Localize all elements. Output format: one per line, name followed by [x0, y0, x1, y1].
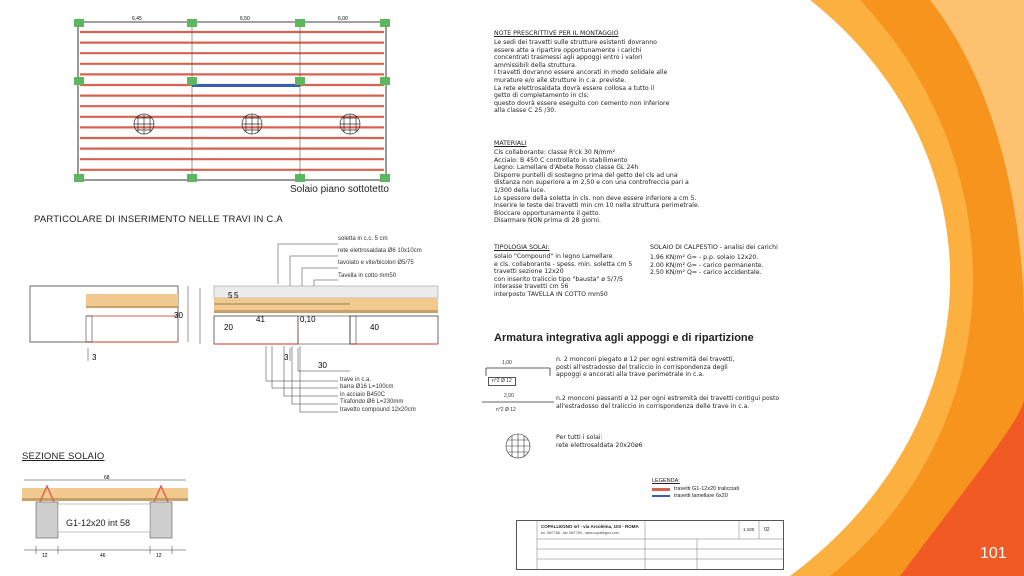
armatura-title: Armatura integrativa agli appoggi e di r…: [494, 332, 754, 344]
detail-title: PARTICOLARE DI INSERIMENTO NELLE TRAVI I…: [34, 214, 283, 225]
title-block-company: COPALLEGNO srl - via Arcoleina, 103 - RO…: [541, 524, 639, 529]
title-block-scale: 1:100: [743, 527, 755, 532]
legend: LEGENDA: travetti G1-12x20 tralicciati t…: [652, 478, 739, 499]
loads-title: SOLAIO DI CALPESTIO - analisi dei carich…: [650, 244, 778, 251]
detail-labels-top: soletta in c.c. 5 cm rete elettrosaldata…: [338, 236, 422, 280]
section-title: SEZIONE SOLAIO: [22, 451, 105, 462]
detail-drawing: 30 20 5 5 41 0,10 40 3 3 30: [29, 243, 439, 413]
armatura-item2-text: n.2 monconi passanti ø 12 per ogni estre…: [556, 395, 780, 410]
label-soletta: soletta in c.c. 5 cm: [338, 236, 388, 242]
armatura-item3-text: Per tutti i solai: rete elettrosaldata 2…: [556, 434, 643, 449]
legend-swatch-blue: [652, 495, 670, 497]
plan-dim-3: 6,00: [338, 16, 348, 22]
plan-dim-1: 6,45: [132, 16, 142, 22]
dim-3-left: 3: [92, 353, 97, 362]
label-tavolato: tavolato e vite/bicolori Ø5/75: [338, 260, 414, 267]
dim-30-bottom: 30: [318, 361, 327, 370]
label-tirafondo: Tirafondo Ø6 L=230mm: [340, 399, 404, 406]
label-barra: barra Ø16 L=100cm: [340, 384, 394, 391]
legend-title: LEGENDA:: [652, 478, 680, 484]
plan-dim-2: 6,50: [240, 16, 250, 22]
section-dim-2: 46: [100, 553, 106, 558]
armatura-item2-code: n°2 Ø 12: [496, 407, 516, 413]
label-tavella: Tavella in cotto mm50: [338, 272, 397, 279]
plan-caption: Solaio piano sottotetto: [290, 184, 389, 195]
section-drawing: 68 12 46 12: [22, 475, 188, 558]
dim-3-mid: 3: [284, 353, 289, 362]
dim-20: 20: [224, 323, 233, 332]
armatura-item2-dim: 2,00: [504, 393, 514, 399]
dim-30-left: 30: [174, 311, 183, 320]
detail-labels-bottom: trave in c.a. barra Ø16 L=100cm in accia…: [340, 377, 416, 414]
title-block-grid: [536, 521, 783, 569]
legend-label-2: travetti lamellare 6x20: [674, 493, 728, 499]
section-dim-1: 12: [42, 553, 48, 558]
label-rete: rete elettrosaldata Ø6 10x10cm: [338, 248, 422, 255]
armatura-item1-text: n. 2 monconi piegato ø 12 per ogni estre…: [556, 356, 735, 379]
section-dim-top: 68: [104, 475, 110, 481]
label-acciaio: in acciaio B450C: [340, 391, 386, 398]
legend-label-1: travetti G1-12x20 tralicciati: [674, 486, 740, 492]
dim-40: 40: [370, 323, 379, 332]
floor-plan: 6,45 6,50 6,00: [74, 16, 390, 182]
typology-text: solaio "Compound" in legno Lamellare e c…: [494, 253, 633, 298]
legend-item-2: travetti lamellare 6x20: [652, 493, 739, 499]
notes-title: NOTE PRESCRITTIVE PER IL MONTAGGIO: [494, 30, 619, 37]
legend-item-1: travetti G1-12x20 tralicciati: [652, 486, 739, 492]
dim-010: 0,10: [300, 315, 316, 324]
slide-number: 101: [980, 545, 1007, 562]
label-travetto: travetto compound 12x20cm: [340, 406, 416, 413]
materials-text: Cls collaborante: classe R'ck 30 N/mm² A…: [494, 149, 700, 225]
armatura-item1-dim: 1,00: [502, 360, 512, 366]
typology-title: TIPOLOGIA SOLAI:: [494, 244, 550, 251]
armatura-drawings: [482, 367, 554, 459]
title-block-sheet: 02: [764, 527, 770, 533]
notes-text: Le sedi dei travetti sulle strutture esi…: [494, 39, 670, 115]
legend-swatch-red: [652, 487, 670, 491]
section-dim-3: 12: [156, 553, 162, 558]
loads-text: 1.96 KN/m² G= - p.p. solaio 12x20. 2.00 …: [650, 254, 764, 277]
dim-5b: 5: [234, 291, 239, 300]
title-block-contacts: tel. 06/7788 - fax 06/7780 - www.copalle…: [541, 531, 619, 535]
title-block: COPALLEGNO srl - via Arcoleina, 103 - RO…: [516, 520, 784, 570]
materials-title: MATERIALI: [494, 140, 527, 147]
section-beam-label: G1-12x20 int 58: [66, 518, 131, 528]
armatura-item1-code: n°2 Ø 12: [488, 377, 516, 387]
dim-41: 41: [256, 315, 265, 324]
label-trave: trave in c.a.: [340, 377, 372, 383]
dim-5a: 5: [228, 291, 233, 300]
